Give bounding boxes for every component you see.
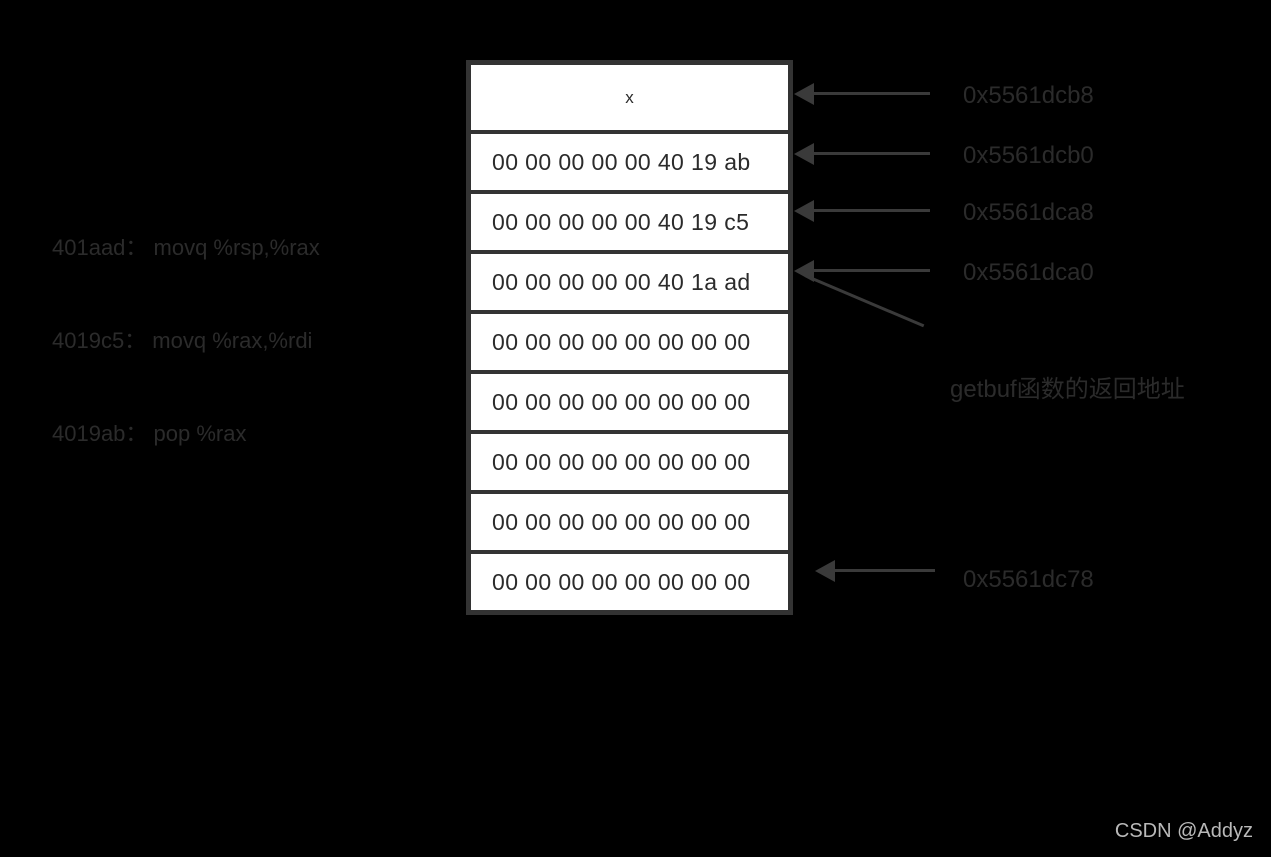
address-label-0x5561dcb0: 0x5561dcb0: [963, 142, 1094, 169]
stack-row: 00 00 00 00 00 00 00 00: [471, 370, 788, 430]
address-label-0x5561dca8: 0x5561dca8: [963, 199, 1094, 226]
stack-memory-table: x 00 00 00 00 00 40 19 ab 00 00 00 00 00…: [466, 60, 793, 615]
address-arrow-3: [812, 209, 930, 212]
stack-row: x: [471, 65, 788, 130]
stack-row: 00 00 00 00 00 40 19 ab: [471, 130, 788, 190]
return-address-annotation: getbuf函数的返回地址: [950, 376, 1185, 403]
address-label-0x5561dc78: 0x5561dc78: [963, 566, 1094, 593]
address-label-0x5561dcb8: 0x5561dcb8: [963, 82, 1094, 109]
address-arrow-5: [833, 569, 935, 572]
stack-row: 00 00 00 00 00 00 00 00: [471, 490, 788, 550]
stack-row: 00 00 00 00 00 40 1a ad: [471, 250, 788, 310]
address-arrow-4: [812, 269, 930, 272]
watermark: CSDN @Addyz: [1114, 820, 1253, 842]
address-label-0x5561dca0: 0x5561dca0: [963, 259, 1094, 286]
asm-line-3: 4019ab： pop %rax: [52, 421, 247, 446]
asm-line-1: 401aad： movq %rsp,%rax: [52, 235, 320, 260]
asm-line-2: 4019c5： movq %rax,%rdi: [52, 328, 313, 353]
address-arrow-1: [812, 92, 930, 95]
stack-row: 00 00 00 00 00 00 00 00: [471, 430, 788, 490]
instruction-listing: 401aad： movq %rsp,%rax 4019c5： movq %rax…: [52, 170, 320, 480]
return-address-leader-line: [804, 274, 925, 328]
stack-row: 00 00 00 00 00 00 00 00: [471, 310, 788, 370]
stack-row: 00 00 00 00 00 40 19 c5: [471, 190, 788, 250]
address-arrow-2: [812, 152, 930, 155]
stack-row: 00 00 00 00 00 00 00 00: [471, 550, 788, 610]
